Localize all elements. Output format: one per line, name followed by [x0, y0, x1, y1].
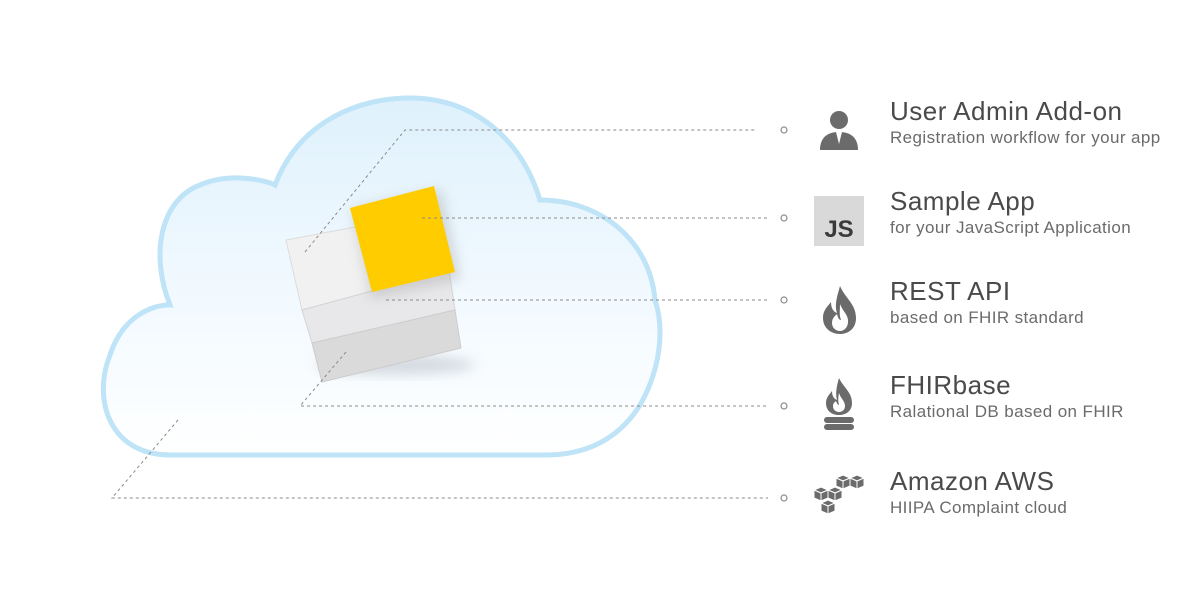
connector-aws: [110, 419, 768, 499]
connector-end-rest-api: [780, 296, 788, 304]
flame-icon: [823, 286, 856, 334]
feature-subtitle: Ralational DB based on FHIR: [890, 402, 1124, 421]
feature-subtitle: based on FHIR standard: [890, 308, 1085, 327]
connector-end-fhirbase: [780, 402, 788, 410]
feature-title: Amazon AWS: [890, 466, 1055, 496]
connectors: [110, 129, 768, 499]
feature-subtitle: for your JavaScript Application: [890, 218, 1132, 237]
aws-cubes-icon: [812, 474, 866, 515]
sticky-note: [350, 186, 455, 292]
feature-title: FHIRbase: [890, 370, 1012, 400]
feature-fhirbase: FHIRbase Ralational DB based on FHIR: [812, 370, 1198, 438]
feature-title: Sample App: [890, 186, 1036, 216]
feature-user-admin: User Admin Add-on Registration workflow …: [812, 96, 1198, 164]
connector-end-sample-app: [780, 214, 788, 222]
feature-sample-app: JS Sample App for your JavaScript Applic…: [812, 186, 1198, 254]
feature-rest-api: REST API based on FHIR standard: [812, 276, 1198, 344]
feature-title: User Admin Add-on: [890, 96, 1123, 126]
javascript-icon: JS: [812, 194, 868, 250]
fire-database-icon: [824, 378, 854, 430]
feature-subtitle: HIIPA Complaint cloud: [890, 498, 1068, 517]
connector-end-aws: [780, 494, 788, 502]
connector-user-admin: [304, 129, 755, 253]
user-admin-icon: [820, 111, 858, 150]
feature-title: REST API: [890, 276, 1011, 306]
document-panel-bottom: [311, 309, 462, 383]
js-badge: JS: [814, 196, 864, 246]
feature-amazon-aws: Amazon AWS HIIPA Complaint cloud: [812, 466, 1198, 534]
connector-end-user-admin: [780, 126, 788, 134]
connector-ends: [780, 126, 788, 502]
feature-subtitle: Registration workflow for your app: [890, 128, 1161, 147]
